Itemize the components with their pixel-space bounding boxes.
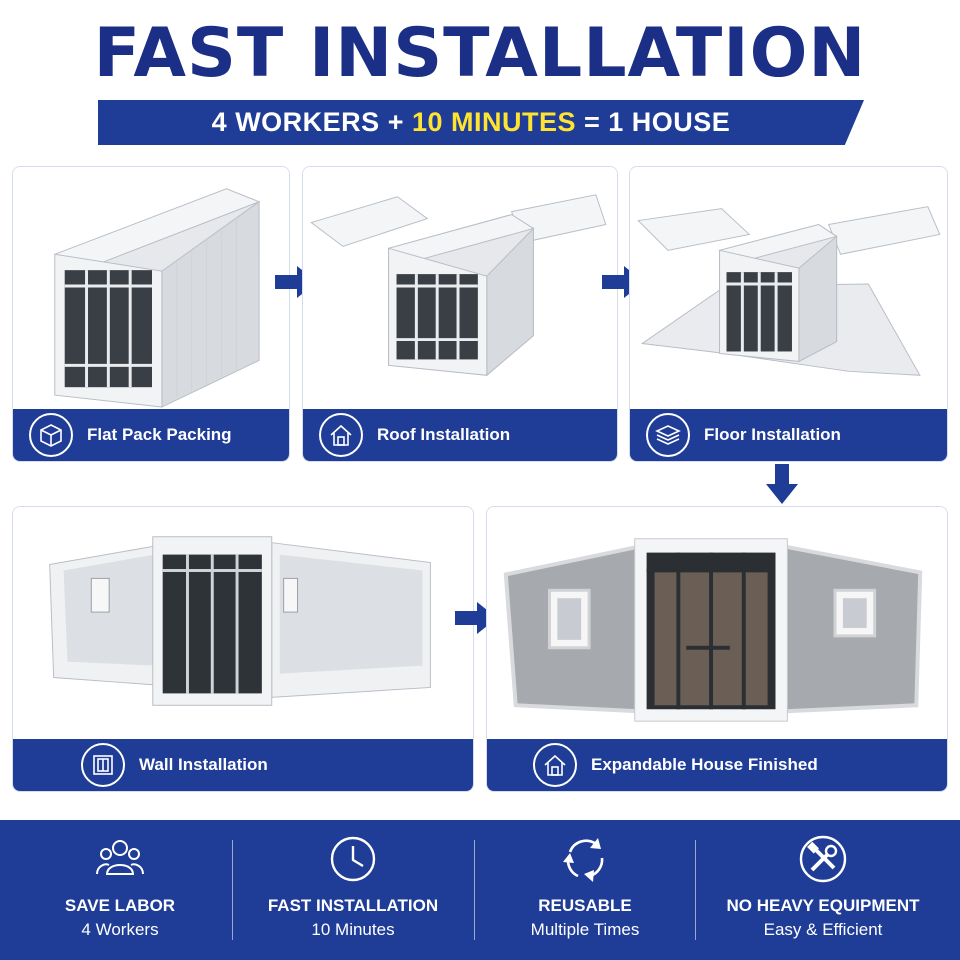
feature-title: FAST INSTALLATION [267, 896, 439, 915]
step-label: Roof Installation [377, 425, 511, 444]
feature-title: NO HEAVY EQUIPMENT [726, 896, 920, 915]
banner-highlight: 10 MINUTES [411, 107, 577, 137]
divider [474, 840, 475, 940]
floor-installation-image [630, 167, 947, 409]
feature-bar: SAVE LABOR 4 Workers FAST INSTALLATION 1… [0, 820, 960, 960]
step-label: Flat Pack Packing [87, 425, 232, 444]
step-card-flat-pack: Flat Pack Packing [12, 166, 290, 462]
arrow-down-icon [766, 464, 798, 504]
banner-part-1: 4 WORKERS + [211, 107, 412, 137]
clock-icon [330, 836, 376, 882]
step-label: Wall Installation [139, 755, 268, 774]
wall-installation-image [13, 507, 473, 739]
feature-title: REUSABLE [538, 896, 632, 915]
page-title: FAST INSTALLATION [93, 14, 867, 93]
feature-fast-installation: FAST INSTALLATION 10 Minutes [233, 820, 473, 960]
feature-subtitle: Multiple Times [530, 920, 640, 939]
step-label: Floor Installation [704, 425, 841, 444]
feature-subtitle: 10 Minutes [311, 920, 395, 939]
feature-no-heavy-equipment: NO HEAVY EQUIPMENT Easy & Efficient [703, 820, 943, 960]
step-card-floor: Floor Installation [629, 166, 948, 462]
banner-tagline: 4 WORKERS + 10 MINUTES = 1 HOUSE [98, 100, 844, 145]
recycle-icon [563, 838, 604, 882]
layers-icon [646, 413, 690, 457]
house-icon [319, 413, 363, 457]
step-caption: Wall Installation [13, 739, 473, 791]
step-caption: Floor Installation [630, 409, 947, 461]
feature-subtitle: Easy & Efficient [763, 920, 883, 939]
wall-panel-icon [81, 743, 125, 787]
feature-save-labor: SAVE LABOR 4 Workers [0, 820, 240, 960]
divider [695, 840, 696, 940]
divider [232, 840, 233, 940]
banner-part-2: = 1 HOUSE [576, 107, 731, 137]
step-card-finished: Expandable House Finished [486, 506, 948, 792]
house-icon [533, 743, 577, 787]
feature-subtitle: 4 Workers [81, 920, 159, 939]
workers-icon [96, 840, 144, 875]
feature-title: SAVE LABOR [64, 896, 176, 915]
flat-pack-container-image [13, 167, 289, 409]
banner-background [98, 100, 864, 145]
step-caption: Flat Pack Packing [13, 409, 289, 461]
box-icon [29, 413, 73, 457]
step-caption: Roof Installation [303, 409, 617, 461]
step-label: Expandable House Finished [591, 755, 818, 774]
step-card-roof: Roof Installation [302, 166, 618, 462]
feature-reusable: REUSABLE Multiple Times [465, 820, 705, 960]
tools-icon [799, 835, 847, 883]
step-card-wall: Wall Installation [12, 506, 474, 792]
step-caption: Expandable House Finished [487, 739, 947, 791]
finished-house-image [487, 507, 947, 739]
roof-installation-image [303, 167, 617, 409]
